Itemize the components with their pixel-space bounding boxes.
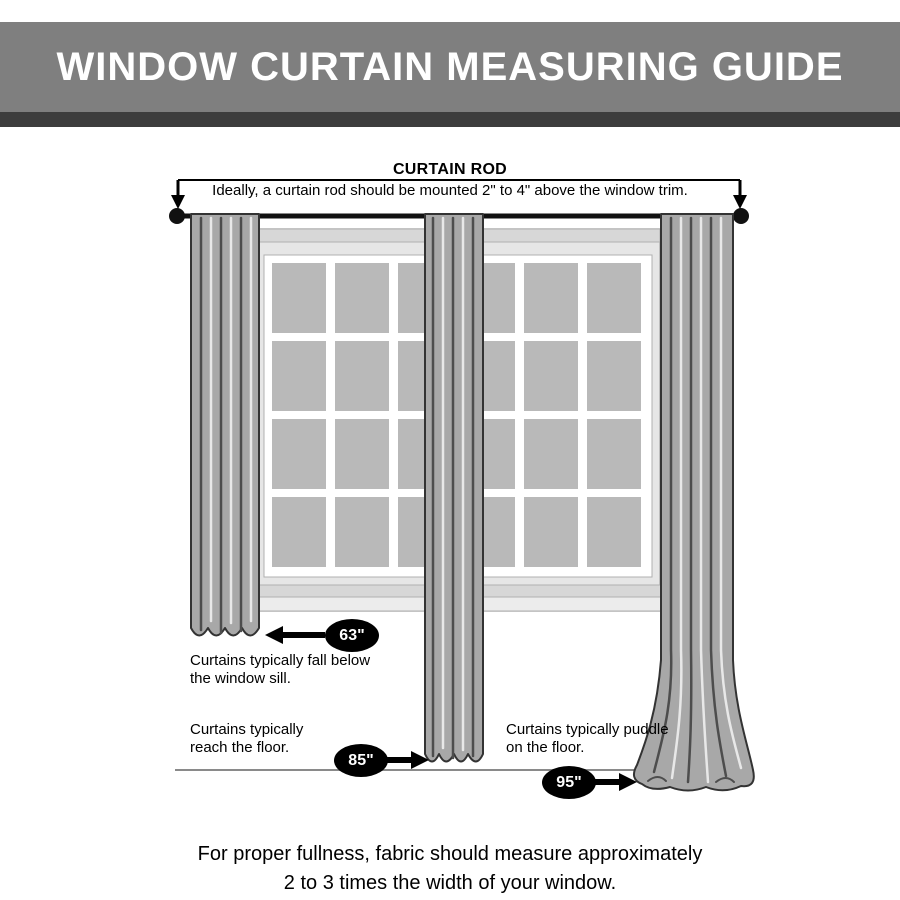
curtain-panel-left — [190, 213, 260, 637]
description-puddle-floor: Curtains typically puddle on the floor. — [506, 721, 669, 757]
fullness-note: For proper fullness, fabric should measu… — [0, 840, 900, 898]
header-banner: WINDOW CURTAIN MEASURING GUIDE — [0, 22, 900, 112]
down-arrow-icon — [171, 195, 185, 209]
right-arrow-icon — [411, 751, 429, 769]
curtain-panel-right — [632, 213, 755, 792]
down-arrow-icon — [733, 195, 747, 209]
left-arrow-icon — [265, 626, 283, 644]
fullness-note-line2: 2 to 3 times the width of your window. — [283, 872, 617, 894]
arrow-95 — [595, 773, 637, 791]
rod-finial-right — [733, 208, 749, 224]
arrow-63 — [265, 626, 325, 644]
description-below-sill: Curtains typically fall below the window… — [190, 652, 371, 688]
length-badge-63: 63" — [325, 619, 379, 652]
curtain-panel-middle — [424, 213, 484, 763]
curtain-rod-note: Ideally, a curtain rod should be mounted… — [212, 182, 688, 199]
header-shadow-stripe — [0, 112, 900, 127]
description-reach-floor: Curtains typically reach the floor. — [190, 721, 304, 757]
right-arrow-icon — [619, 773, 637, 791]
curtain-rod-label: CURTAIN ROD — [392, 161, 508, 178]
rod-bracket — [171, 179, 747, 209]
rod-finial-left — [169, 208, 185, 224]
fullness-note-line1: For proper fullness, fabric should measu… — [197, 843, 703, 865]
length-badge-85: 85" — [334, 744, 388, 777]
arrow-85 — [387, 751, 429, 769]
page-title: WINDOW CURTAIN MEASURING GUIDE — [56, 44, 844, 89]
length-badge-95: 95" — [542, 766, 596, 799]
